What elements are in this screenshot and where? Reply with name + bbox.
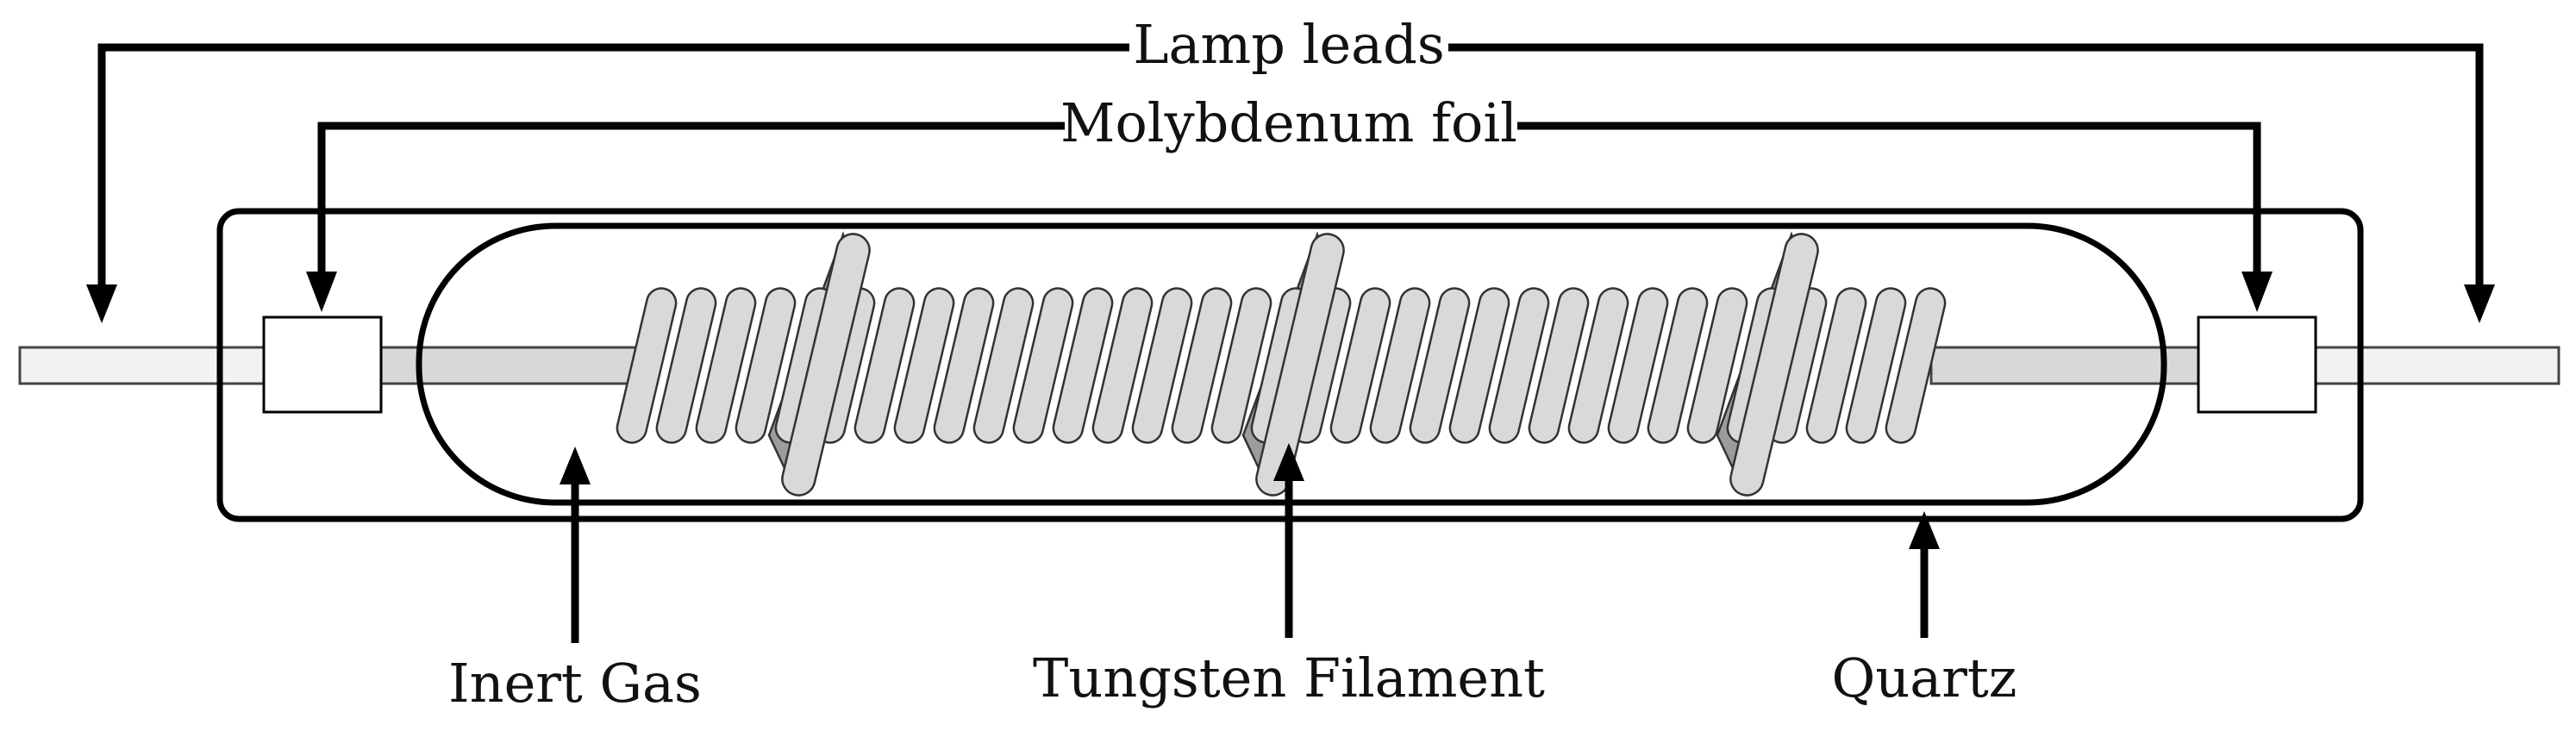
filament-support-turn-2 (1255, 233, 1345, 497)
lamp-leads-arrowhead-left (86, 284, 117, 323)
filament-turn-21 (1409, 287, 1471, 444)
filament-turn-22 (1448, 287, 1510, 444)
left-lamp-lead (18, 346, 267, 385)
filament-turn-2 (655, 287, 717, 444)
lamp-leads-label: Lamp leads (1133, 13, 1444, 76)
filament-turn-15 (1171, 287, 1233, 444)
filament-support-turn-3 (1729, 233, 1819, 497)
filament-turn-9 (933, 287, 995, 444)
lamp-leads-bracket (97, 43, 2484, 293)
filament-turn-10 (972, 287, 1035, 444)
filament-turn-4 (735, 287, 797, 444)
filament-turn-20 (1369, 287, 1431, 444)
filament-turn-27 (1647, 287, 1709, 444)
filament-turn-3 (695, 287, 757, 444)
tungsten-filament-arrowhead (1273, 443, 1304, 481)
filament-turn-12 (1052, 287, 1114, 444)
filament-turn-13 (1091, 287, 1154, 444)
right-lamp-lead (2314, 346, 2560, 385)
molybdenum-foil-arrowhead-left (306, 272, 337, 312)
inert-gas-arrowhead (560, 447, 591, 484)
right-molybdenum-foil (2197, 316, 2317, 414)
tungsten-filament-label: Tungsten Filament (1033, 647, 1545, 709)
lamp-leads-arrowhead-right (2464, 284, 2495, 323)
filament-turn-24 (1528, 287, 1590, 444)
filament-turn-16 (1210, 287, 1272, 444)
left-molybdenum-foil (262, 316, 383, 414)
filament-turn-8 (893, 287, 955, 444)
filament-turn-11 (1012, 287, 1074, 444)
molybdenum-foil-arrowhead-right (2241, 272, 2273, 312)
filament-turn-26 (1607, 287, 1669, 444)
quartz-label: Quartz (1832, 647, 2017, 709)
quartz-arrowhead (1909, 511, 1940, 549)
inert-gas-label: Inert Gas (448, 652, 702, 715)
filament-turn-31 (1805, 287, 1867, 444)
molybdenum-foil-label: Molybdenum foil (1060, 91, 1517, 154)
filament-turn-28 (1686, 287, 1748, 444)
molybdenum-foil-bracket (317, 122, 2261, 280)
filament-turn-25 (1567, 287, 1629, 444)
filament-support-turn-1 (781, 233, 871, 497)
tungsten-filament-coil (616, 231, 1947, 497)
filament-turn-32 (1845, 287, 1907, 444)
filament-turn-1 (616, 287, 678, 444)
filament-turn-33 (1885, 287, 1947, 444)
filament-turn-23 (1488, 287, 1550, 444)
filament-turn-14 (1131, 287, 1193, 444)
filament-turn-7 (853, 287, 916, 444)
filament-turn-19 (1329, 287, 1391, 444)
right-inner-rod (1929, 346, 2200, 385)
